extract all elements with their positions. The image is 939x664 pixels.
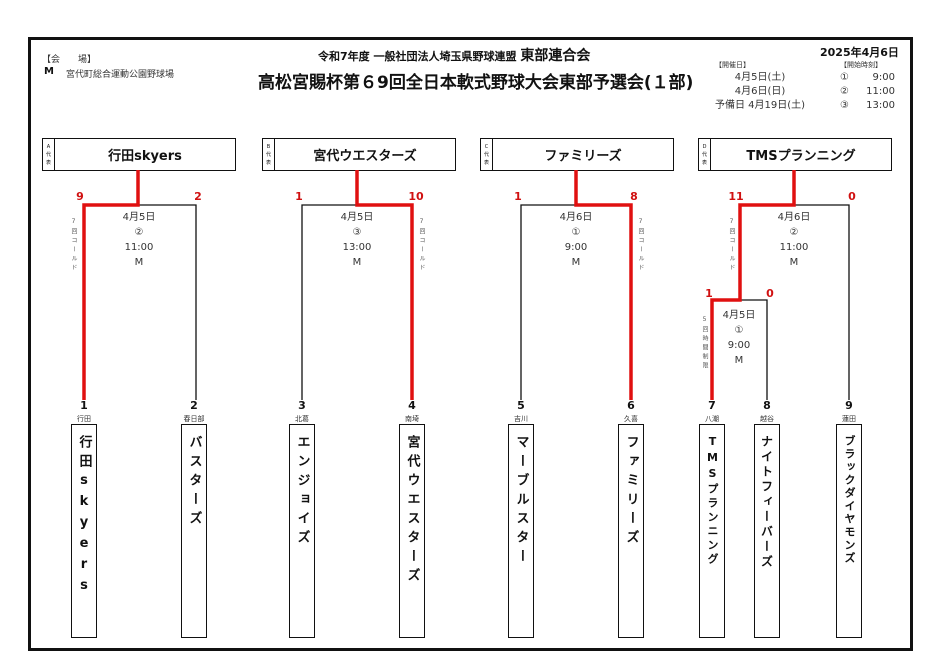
doc-date: 2025年4月6日: [820, 46, 899, 59]
game-note: 7回コールド: [70, 218, 77, 273]
game-note: 5回時間制限: [701, 316, 708, 371]
game-note: 7回コールド: [728, 218, 735, 273]
score: 8: [630, 190, 638, 203]
venue-name: 宮代町総合運動公園野球場: [66, 70, 175, 80]
team-seed: 7: [708, 399, 716, 412]
block-winner: 行田skyers: [108, 149, 182, 164]
score: 11: [728, 190, 744, 203]
page-title: 高松宮賜杯第６9回全日本軟式野球大会東部予選会(１部): [258, 73, 694, 93]
team-seed: 1: [80, 399, 88, 412]
dates-label: 【開催日】: [715, 61, 750, 69]
org-small: 令和7年度 一般社団法人埼玉県野球連盟: [318, 50, 517, 63]
team-name: ブラックダイヤモンズ: [843, 435, 856, 565]
time-no: ②: [840, 86, 849, 97]
team-seed: 2: [190, 399, 198, 412]
block-winner: 宮代ウエスターズ: [313, 149, 417, 164]
org-big: 東部連合会: [520, 48, 591, 64]
bracket-lines-winner: [82, 170, 796, 400]
team-city: 蓮田: [842, 415, 856, 423]
score: 1: [295, 190, 303, 203]
team-name: バスターズ: [186, 435, 202, 530]
game-note: 7回コールド: [637, 218, 644, 273]
team-box: エンジョイズ: [289, 424, 315, 638]
team-name: マーブルスター: [513, 435, 529, 568]
score: 1: [514, 190, 522, 203]
block-winner: ファミリーズ: [544, 149, 622, 164]
team-seed: 5: [517, 399, 525, 412]
times-list: ① 9:00 ② 11:00 ③ 13:00: [840, 71, 895, 113]
org-line: 令和7年度 一般社団法人埼玉県野球連盟 東部連合会: [318, 45, 590, 65]
team-seed: 6: [627, 399, 635, 412]
team-city: 久喜: [624, 415, 638, 423]
team-name: ファミリーズ: [623, 435, 639, 549]
team-box: バスターズ: [181, 424, 207, 638]
team-city: 越谷: [760, 415, 774, 423]
score: 9: [76, 190, 84, 203]
venue-code: M: [44, 66, 54, 77]
score: 0: [766, 287, 774, 300]
time-no: ③: [840, 100, 849, 111]
team-seed: 4: [408, 399, 416, 412]
team-name: 宮代ウエスターズ: [404, 435, 420, 587]
team-city: 春日部: [183, 415, 205, 423]
venue-label: 【会 場】: [42, 55, 97, 65]
date-reserve: 予備日 4月19日(土): [714, 100, 806, 111]
block-winner: TMSプランニング: [746, 149, 856, 164]
team-box: 宮代ウエスターズ: [399, 424, 425, 638]
team-city: 南埼: [405, 415, 419, 423]
team-box: ブラックダイヤモンズ: [836, 424, 862, 638]
score: 1: [705, 287, 713, 300]
team-name: ナイトフィーバーズ: [759, 435, 774, 570]
time-value: 11:00: [866, 86, 895, 97]
times-label: 【開始時刻】: [840, 61, 882, 69]
team-box: マーブルスター: [508, 424, 534, 638]
team-city: 八潮: [705, 415, 719, 423]
team-box: TMSプランニング: [699, 424, 725, 638]
team-name: エンジョイズ: [294, 435, 310, 549]
team-name: TMSプランニング: [706, 435, 719, 567]
team-seed: 9: [845, 399, 853, 412]
team-seed: 3: [298, 399, 306, 412]
bracket-lines-black: [138, 204, 850, 400]
time-value: 9:00: [872, 72, 895, 83]
team-city: 吉川: [514, 415, 528, 423]
score: 2: [194, 190, 202, 203]
dates-list: 4月5日(土) 4月6日(日) 予備日 4月19日(土): [700, 71, 820, 113]
team-box: ナイトフィーバーズ: [754, 424, 780, 638]
score: 0: [848, 190, 856, 203]
team-name: 行田skyers: [76, 435, 92, 599]
date-1: 4月5日(土): [734, 72, 786, 83]
team-city: 北葛: [295, 415, 309, 423]
date-2: 4月6日(日): [734, 86, 786, 97]
time-value: 13:00: [866, 100, 895, 111]
score: 10: [408, 190, 424, 203]
team-city: 行田: [77, 415, 91, 423]
page-frame: [28, 37, 913, 651]
time-no: ①: [840, 72, 849, 83]
game-note: 7回コールド: [418, 218, 425, 273]
team-box: 行田skyers: [71, 424, 97, 638]
team-seed: 8: [763, 399, 771, 412]
team-box: ファミリーズ: [618, 424, 644, 638]
